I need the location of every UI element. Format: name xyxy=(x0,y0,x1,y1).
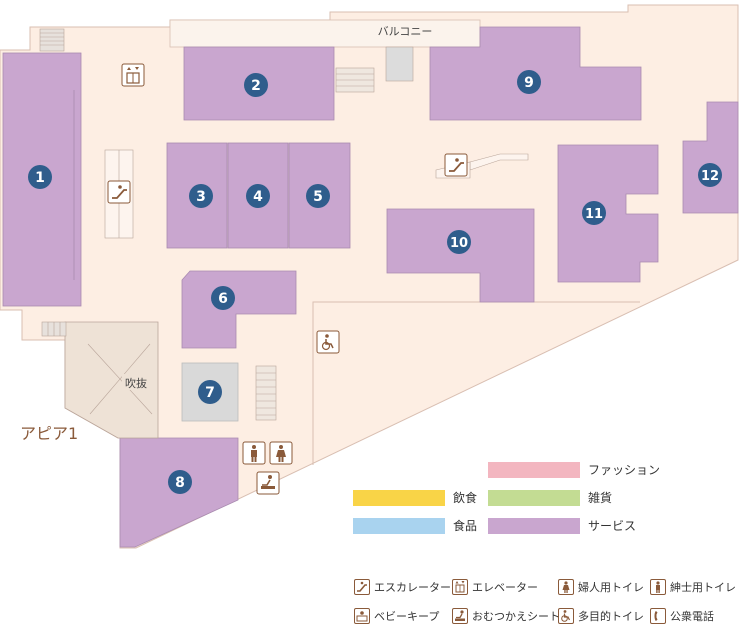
legend-swatch-goods xyxy=(488,490,580,506)
store-marker-6[interactable]: 6 xyxy=(211,286,235,310)
escalator-icon-map xyxy=(107,180,131,204)
store-number: 9 xyxy=(524,75,534,91)
store-number: 10 xyxy=(450,236,468,251)
store-marker-2[interactable]: 2 xyxy=(244,73,268,97)
legend-label-goods: 雑貨 xyxy=(588,491,613,505)
womens-toilet-icon-map xyxy=(269,441,293,465)
legend-multipurpose-toilet-label: 多目的トイレ xyxy=(578,610,644,623)
store-marker-circle xyxy=(582,201,606,225)
store-marker-circle xyxy=(246,184,270,208)
store-marker-circle xyxy=(698,163,722,187)
store-marker-12[interactable]: 12 xyxy=(698,163,722,187)
stairs-top-left xyxy=(39,28,65,52)
store-number: 12 xyxy=(701,169,719,184)
legend-womens-toilet-label: 婦人用トイレ xyxy=(578,581,644,594)
store-marker-9[interactable]: 9 xyxy=(517,70,541,94)
escalator-icon-map-right xyxy=(444,153,468,177)
legend-public-phone-label: 公衆電話 xyxy=(670,610,714,623)
womens-toilet-icon xyxy=(558,579,574,595)
store-marker-circle xyxy=(198,380,222,404)
legend-swatch-food-drink xyxy=(353,490,445,506)
wheelchair-icon xyxy=(558,608,574,624)
legend-swatch-service xyxy=(488,518,580,534)
store-number: 11 xyxy=(585,207,603,222)
store-marker-10[interactable]: 10 xyxy=(447,230,471,254)
stairs-center-bottom xyxy=(255,365,277,421)
store-number: 1 xyxy=(35,170,45,186)
legend-diaper-sheet: おむつかえシート xyxy=(452,608,560,624)
store-marker-circle xyxy=(189,184,213,208)
store-marker-circle xyxy=(306,184,330,208)
elevator-shaft xyxy=(385,46,414,82)
store-6[interactable] xyxy=(181,270,297,349)
store-marker-circle xyxy=(517,70,541,94)
building-label: アピア1 xyxy=(20,424,78,443)
store-number: 7 xyxy=(205,385,215,401)
legend-swatch-grocery xyxy=(353,518,445,534)
legend-mens-toilet: 紳士用トイレ xyxy=(650,579,736,595)
store-marker-3[interactable]: 3 xyxy=(189,184,213,208)
legend-public-phone: 公衆電話 xyxy=(650,608,714,624)
store-12[interactable] xyxy=(682,101,739,214)
legend-womens-toilet: 婦人用トイレ xyxy=(558,579,644,595)
store-marker-5[interactable]: 5 xyxy=(306,184,330,208)
store-10[interactable] xyxy=(386,208,535,303)
stairs-bottom-left xyxy=(41,321,67,337)
store-marker-1[interactable]: 1 xyxy=(28,165,52,189)
stairs-center-top xyxy=(335,67,375,93)
mens-toilet-icon xyxy=(650,579,666,595)
legend-escalator-label: エスカレーター xyxy=(374,581,451,594)
legend-diaper-sheet-label: おむつかえシート xyxy=(472,610,560,623)
escalator-icon xyxy=(354,579,370,595)
multipurpose-toilet-icon-map xyxy=(316,330,340,354)
legend-label-food-drink: 飲食 xyxy=(453,491,478,505)
legend-baby-keep-label: ベビーキープ xyxy=(374,610,440,623)
store-marker-8[interactable]: 8 xyxy=(168,470,192,494)
legend-baby-keep: ベビーキープ xyxy=(354,608,439,624)
legend-escalator: エスカレーター xyxy=(354,579,451,595)
atrium-label: 吹抜 xyxy=(125,376,147,390)
legend-swatch-fashion xyxy=(488,462,580,478)
diaper-sheet-icon-map xyxy=(256,471,280,495)
legend-elevator: エレベーター xyxy=(452,579,538,595)
elevator-icon-map xyxy=(121,63,145,87)
store-number: 6 xyxy=(218,291,228,307)
balcony-label: バルコニー xyxy=(378,25,433,38)
store-number: 8 xyxy=(175,475,185,491)
store-marker-circle xyxy=(244,73,268,97)
legend-mens-toilet-label: 紳士用トイレ xyxy=(670,581,736,594)
legend-multipurpose-toilet: 多目的トイレ xyxy=(558,608,644,624)
legend-elevator-label: エレベーター xyxy=(472,581,538,594)
store-marker-circle xyxy=(447,230,471,254)
balcony-area xyxy=(169,19,481,48)
atrium xyxy=(64,321,159,439)
store-number: 2 xyxy=(251,78,261,94)
store-marker-circle xyxy=(211,286,235,310)
store-marker-circle xyxy=(28,165,52,189)
store-marker-7[interactable]: 7 xyxy=(198,380,222,404)
baby-keep-icon xyxy=(354,608,370,624)
legend-label-service: サービス xyxy=(588,519,637,533)
elevator-icon xyxy=(452,579,468,595)
store-number: 4 xyxy=(253,189,263,205)
store-marker-circle xyxy=(168,470,192,494)
store-marker-11[interactable]: 11 xyxy=(582,201,606,225)
store-marker-4[interactable]: 4 xyxy=(246,184,270,208)
store-11[interactable] xyxy=(557,144,659,283)
diaper-sheet-icon xyxy=(452,608,468,624)
legend-label-grocery: 食品 xyxy=(453,519,478,533)
mens-toilet-icon-map xyxy=(242,441,266,465)
legend-label-fashion: ファッション xyxy=(588,463,661,477)
phone-icon xyxy=(650,608,666,624)
store-number: 3 xyxy=(196,189,206,205)
store-number: 5 xyxy=(313,189,323,205)
